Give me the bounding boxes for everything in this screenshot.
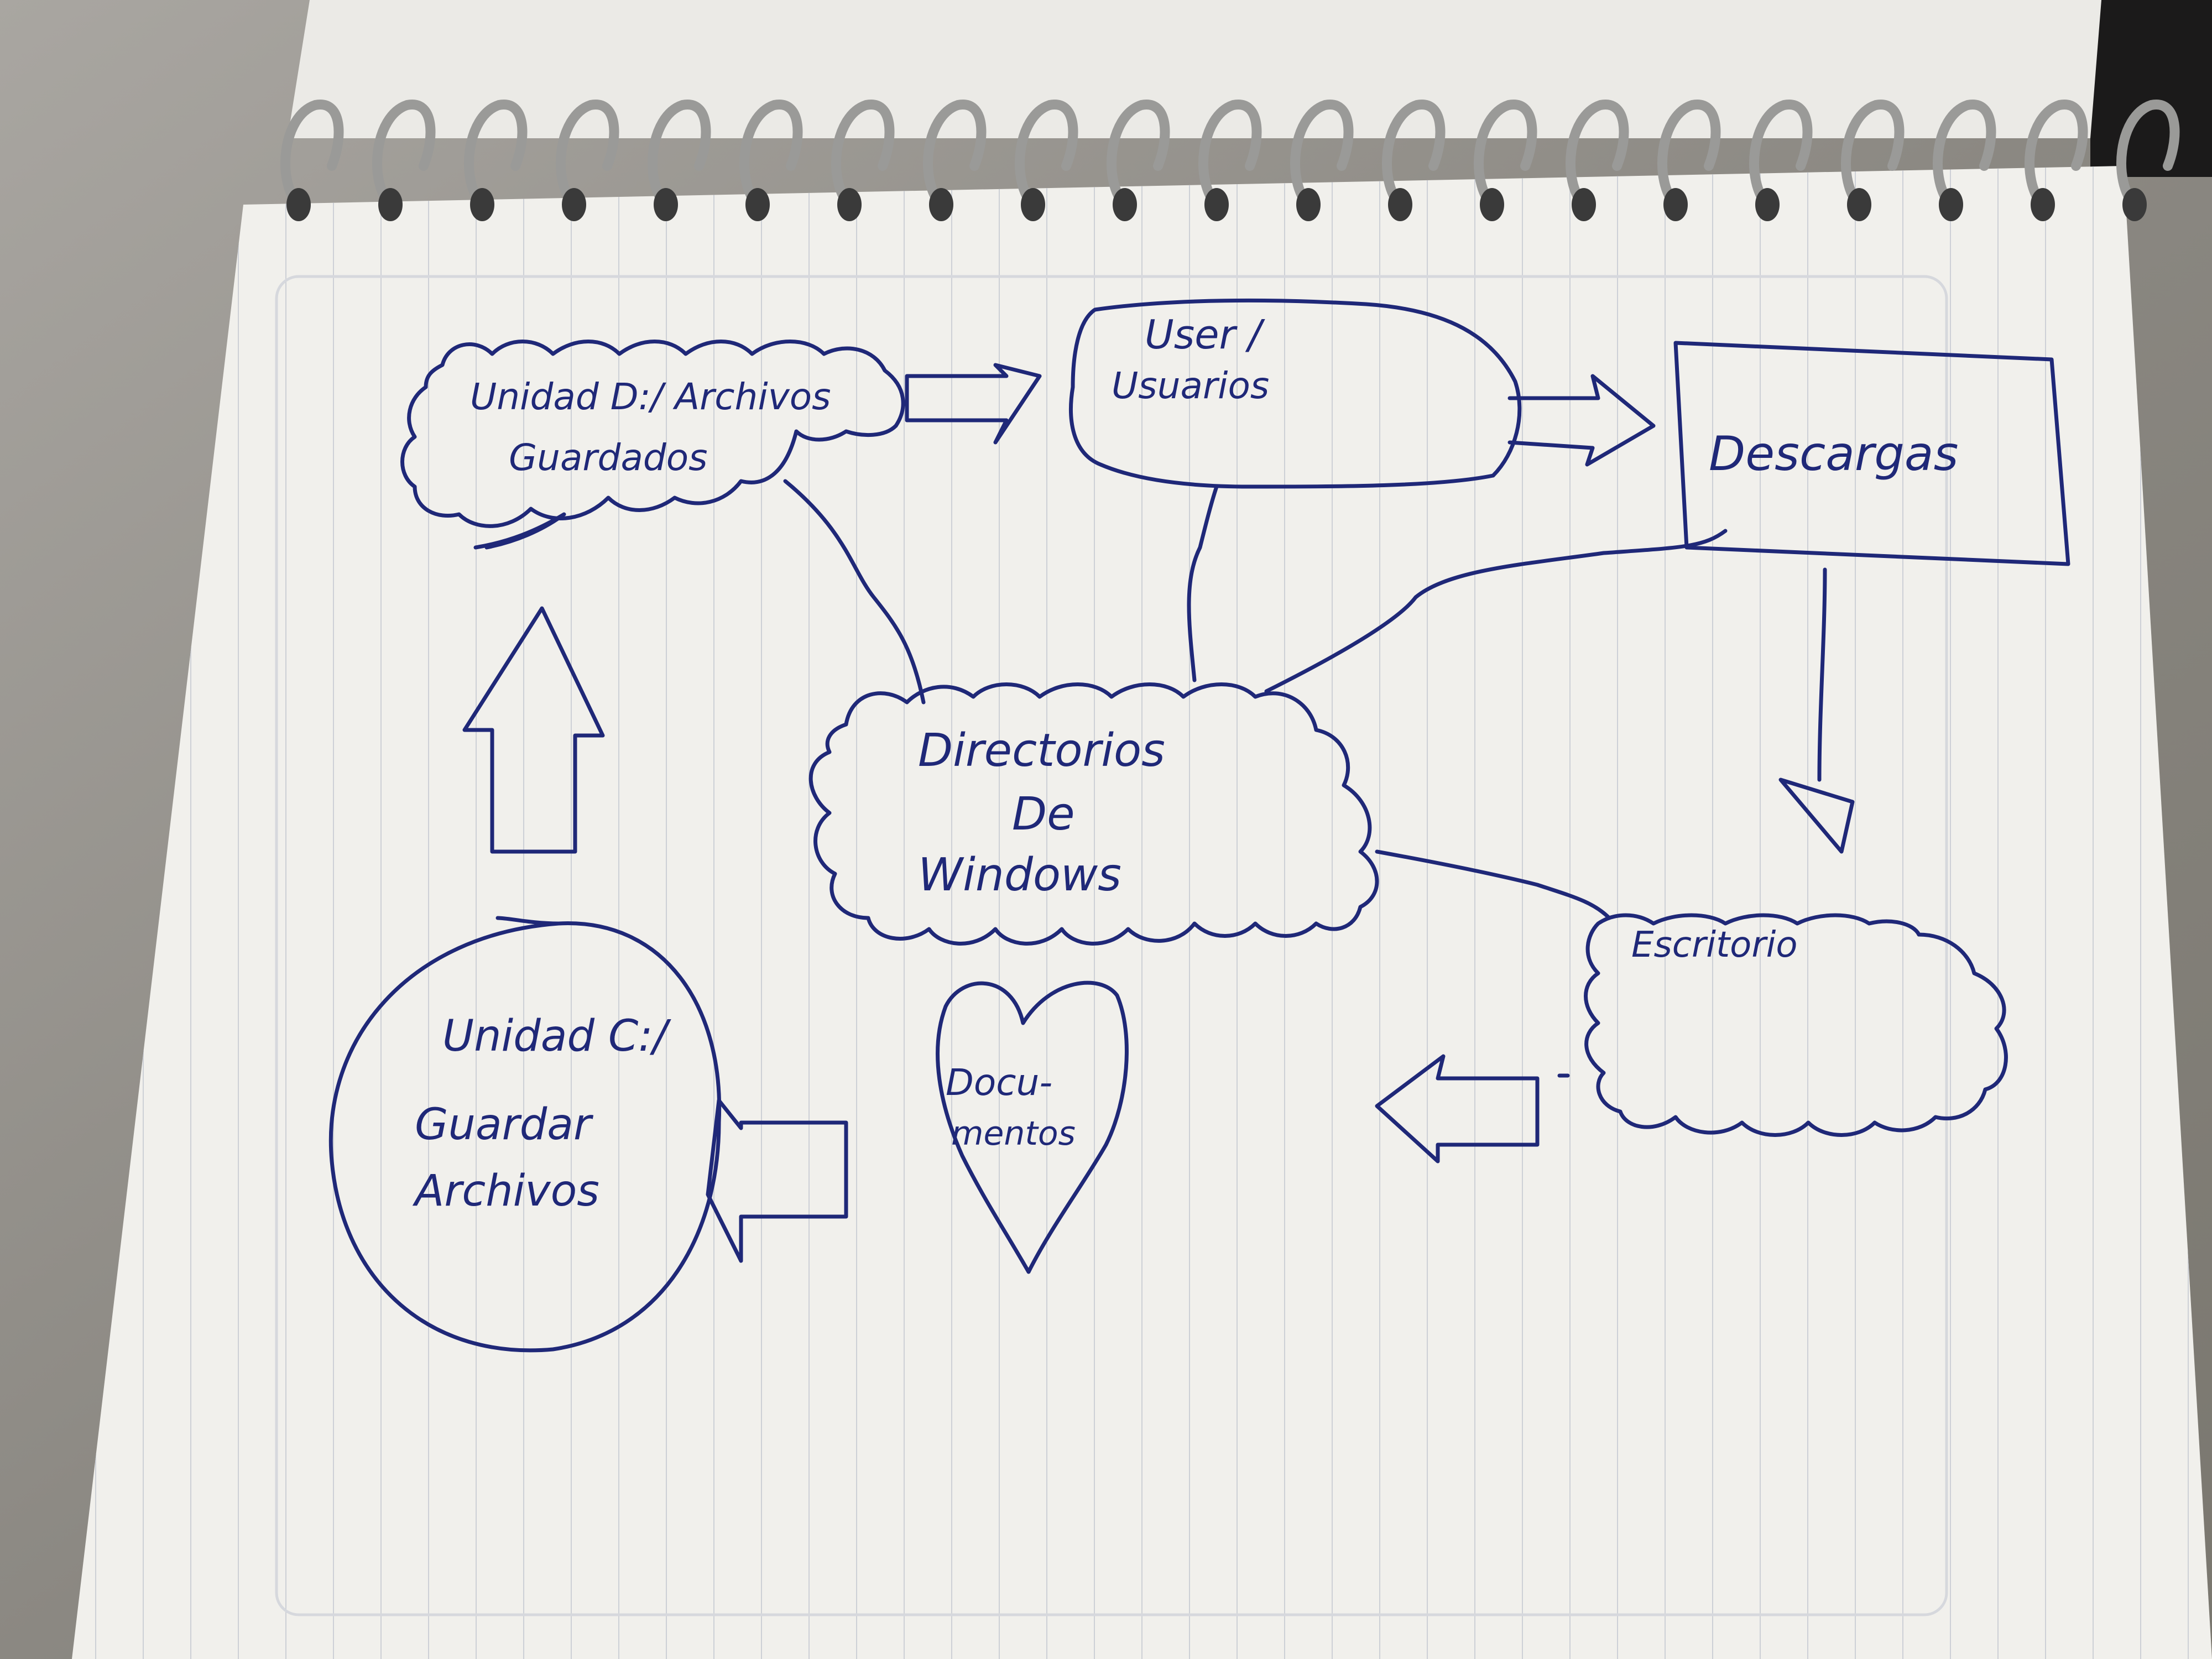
page-rules [72,166,2212,1659]
center-label-line3: Windows [918,849,1121,901]
drive-c-label-line1: Unidad C:/ [442,1011,672,1061]
spiral-ring [280,100,344,210]
binding-hole [1939,188,1963,221]
drive-d-label-line1: Unidad D:/ Archivos [470,375,831,418]
spiral-ring [831,100,895,210]
center-label-line1: Directorios [918,724,1165,777]
user-box [1069,298,1522,489]
binding-hole [286,188,311,221]
binding-hole [562,188,586,221]
spiral-ring [556,100,619,210]
downloads-box [1673,341,2070,566]
center-label-line2: De [1012,788,1075,841]
drive-c-circle [328,916,722,1353]
spiral-ring [739,100,803,210]
documents-label-line2: mentos [951,1114,1076,1153]
drive-c-label-line2: Guardar [415,1100,594,1150]
spiral-ring [464,100,528,210]
spiral-ring [2116,100,2180,210]
link-center-drive-d [783,479,926,705]
desktop-cloud [1584,913,2008,1137]
spiral-ring [1474,100,1537,210]
binding-hole [1388,188,1412,221]
spiral-ring [648,100,711,210]
binding-hole [837,188,862,221]
arrow-downloads-down [1817,567,1827,782]
binding-hole [470,188,494,221]
page-margin-frame [275,275,1948,1616]
binding-hole [378,188,403,221]
spiral-ring [1198,100,1262,210]
spiral-ring [1749,100,1813,210]
drive-d-label-line2: Guardados [509,436,708,479]
drive-d-cloud-scribble [473,512,566,550]
binding-hole [654,188,678,221]
binding-hole [1113,188,1137,221]
arrow-drive-c-to-drive-d [462,606,605,854]
spiral-ring [1933,100,1996,210]
documents-label-line1: Docu- [946,1061,1052,1104]
binding-hole [1847,188,1871,221]
user-label-line1: User / [1145,311,1265,358]
spiral-ring [2025,100,2088,210]
drive-c-label-line3: Archivos [412,1166,599,1216]
link-center-user [1187,484,1219,682]
binding-hole [1572,188,1596,221]
user-label-line2: Usuarios [1112,364,1269,407]
binding-hole [1755,188,1780,221]
spiral-ring [923,100,987,210]
drive-d-cloud [400,340,905,528]
dark-corner [2090,0,2212,177]
spiral-ring [372,100,436,210]
binding-hole [2122,188,2147,221]
spiral-ring [1657,100,1721,210]
spiral-ring [1841,100,1905,210]
arrow-to-drive-c [706,1098,848,1263]
downloads-label: Descargas [1709,426,1958,482]
binding-hole [1480,188,1504,221]
binding-hole [745,188,770,221]
link-center-desktop [1375,849,1611,920]
binding-hole [1296,188,1321,221]
binding-hole [2031,188,2055,221]
binding-hole [929,188,953,221]
arrow-downloads-down-head [1778,778,1855,854]
arrow-user-to-downloads [1507,374,1656,467]
documents-heart [936,980,1129,1274]
spiral-ring [1382,100,1446,210]
desktop-label: Escritorio [1631,925,1798,966]
spiral-ring [1107,100,1170,210]
binding-hole [1663,188,1688,221]
spiral-binding [280,100,2180,221]
binding-hole [1204,188,1229,221]
spiral-ring [1015,100,1078,210]
center-cloud [808,682,1379,946]
arrow-drive-d-to-user [905,363,1042,445]
binding-hole [1021,188,1045,221]
spiral-ring [1290,100,1354,210]
spiral-ring [1566,100,1629,210]
link-center-downloads [1264,529,1728,693]
arrow-desktop-to-documents [1375,1054,1540,1164]
upper-page [288,0,2101,138]
